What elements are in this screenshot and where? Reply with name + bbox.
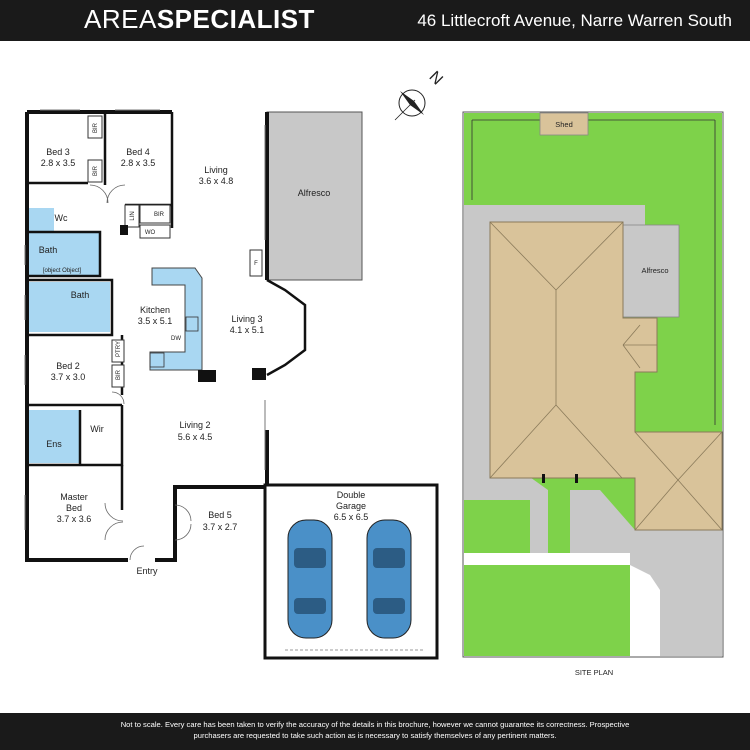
ens-area bbox=[26, 410, 79, 463]
bath1-label: Bath bbox=[39, 245, 58, 255]
bir-label-1: BIR bbox=[93, 122, 99, 133]
bir-label-4: BIR bbox=[116, 369, 122, 380]
floor-plan: Bed 3 2.8 x 3.5 Bed 4 2.8 x 3.5 Living 3… bbox=[24, 109, 439, 660]
fireplace-label: F bbox=[254, 261, 258, 267]
bed4-size: 2.8 x 3.5 bbox=[121, 158, 156, 168]
master-size: 3.7 x 3.6 bbox=[57, 514, 92, 524]
wo-label: WO bbox=[145, 230, 156, 236]
shed-label: Shed bbox=[555, 120, 573, 129]
cooktop-icon bbox=[149, 352, 165, 368]
floor-plan-drawing: Bed 3 2.8 x 3.5 Bed 4 2.8 x 3.5 Living 3… bbox=[24, 68, 724, 677]
bir-bed4-closet bbox=[139, 204, 171, 224]
bed3-size: 2.8 x 3.5 bbox=[41, 158, 76, 168]
wc-label: Wc bbox=[55, 213, 68, 223]
bed2-size: 3.7 x 3.0 bbox=[51, 372, 86, 382]
bir-label-3: BIR bbox=[154, 212, 165, 218]
wc-area bbox=[28, 208, 54, 231]
pantry-closet bbox=[111, 339, 125, 363]
roof-area bbox=[489, 221, 723, 531]
wir-label: Wir bbox=[90, 424, 104, 434]
wo-closet bbox=[139, 224, 171, 239]
disclaimer-bar: Not to scale. Every care has been taken … bbox=[0, 713, 750, 750]
site-plan-caption: SITE PLAN bbox=[575, 668, 613, 677]
compass-n: N bbox=[426, 68, 446, 88]
bir-bed3b-closet bbox=[87, 159, 103, 183]
bir-label-2: BIR bbox=[93, 165, 99, 176]
linen-closet bbox=[124, 204, 140, 228]
site-alfresco-label: Alfresco bbox=[641, 266, 668, 275]
ptry-label: PTRY bbox=[116, 341, 122, 357]
ens-label: Ens bbox=[46, 439, 62, 449]
living-label: Living bbox=[204, 165, 228, 175]
garage-label-2: Garage bbox=[336, 501, 366, 511]
master-label-2: Bed bbox=[66, 503, 82, 513]
disclaimer-line-1: Not to scale. Every care has been taken … bbox=[120, 720, 630, 729]
living2-label: Living 2 bbox=[179, 420, 210, 430]
bed4-label: Bed 4 bbox=[126, 147, 150, 157]
entry-label: Entry bbox=[136, 566, 158, 576]
bir-bed3-closet bbox=[87, 115, 103, 139]
dw-label: DW bbox=[171, 336, 181, 342]
alfresco-area bbox=[266, 111, 363, 281]
site-plan: Shed Alfresco SITE PLAN bbox=[462, 111, 724, 677]
bed3-label: Bed 3 bbox=[46, 147, 70, 157]
bed5-size: 3.7 x 2.7 bbox=[203, 522, 238, 532]
master-label: Master bbox=[60, 492, 88, 502]
shed-area bbox=[539, 112, 589, 136]
car-right-icon bbox=[366, 519, 412, 639]
sink-icon bbox=[185, 316, 199, 332]
bed2-label: Bed 2 bbox=[56, 361, 80, 371]
garage-size: 6.5 x 6.5 bbox=[334, 512, 369, 522]
compass-icon: N bbox=[394, 68, 446, 121]
living2-size: 5.6 x 4.5 bbox=[178, 432, 213, 442]
bir-bed2-closet bbox=[111, 364, 125, 388]
garage-label: Double bbox=[337, 490, 366, 500]
living-size: 3.6 x 4.8 bbox=[199, 176, 234, 186]
bath2-area bbox=[26, 282, 110, 332]
kitchen-size: 3.5 x 5.1 bbox=[138, 316, 173, 326]
living3-label: Living 3 bbox=[231, 314, 262, 324]
site-alfresco-area bbox=[622, 224, 680, 318]
bed5-label: Bed 5 bbox=[208, 510, 232, 520]
brand-light: AREA bbox=[84, 4, 157, 34]
fireplace bbox=[249, 249, 263, 277]
alfresco-label: Alfresco bbox=[298, 188, 331, 198]
brand-bold: SPECIALIST bbox=[156, 4, 315, 34]
living3-size: 4.1 x 5.1 bbox=[230, 325, 265, 335]
wm-label: [object Object] bbox=[43, 268, 82, 274]
car-left-icon bbox=[287, 519, 333, 639]
header-bar: AREASPECIALIST 46 Littlecroft Avenue, Na… bbox=[0, 0, 750, 41]
bath1-area bbox=[26, 233, 99, 276]
lin-label: LIN bbox=[130, 211, 136, 220]
brand-logo: AREASPECIALIST bbox=[84, 4, 315, 35]
property-address: 46 Littlecroft Avenue, Narre Warren Sout… bbox=[417, 11, 732, 30]
bath2-label: Bath bbox=[71, 290, 90, 300]
kitchen-label: Kitchen bbox=[140, 305, 170, 315]
disclaimer-line-2: purchasers are requested to take such ac… bbox=[193, 731, 557, 740]
